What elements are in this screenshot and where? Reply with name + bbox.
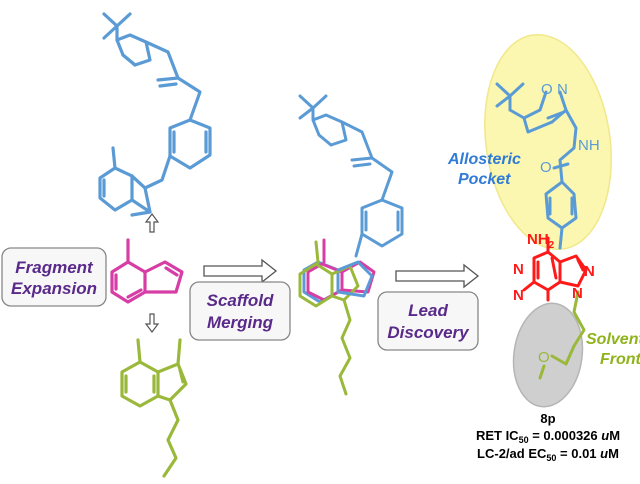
lead-discovery-line2: Discovery: [387, 323, 470, 342]
merge-arrow: [203, 258, 278, 284]
allosteric-pocket-region: [484, 33, 612, 251]
ret-ic50: RET IC50 = 0.000326 uM: [476, 428, 620, 445]
atom-labels: NH2 NH O O N N N N N O: [513, 81, 600, 366]
up-arrow: [144, 213, 160, 233]
pyrazole-n3-label: N: [584, 263, 595, 280]
lead-arrow: [395, 263, 480, 289]
allosteric-pocket-label-2: Pocket: [458, 171, 511, 188]
solvent-front-label-2: Front: [600, 351, 640, 368]
amino-label: NH2: [527, 231, 555, 251]
ether-tail: [538, 354, 568, 380]
compound-name: 8p: [540, 411, 555, 426]
down-arrow: [144, 313, 160, 333]
fragment-expansion-box: Fragment Expansion: [1, 247, 107, 307]
scaffold-merging-box: Scaffold Merging: [189, 281, 291, 341]
amide-nh-label: NH: [578, 137, 600, 154]
fragment-expansion-line2: Expansion: [11, 279, 97, 298]
amide-o-label: O: [540, 159, 552, 176]
allosteric-pocket-label-1: Allosteric: [447, 151, 521, 168]
isoxazole-o-label: O: [541, 81, 553, 98]
blue-fragment-structure: [98, 12, 212, 217]
lead-discovery-box: Lead Discovery: [377, 291, 479, 351]
lead-compound-structure: [495, 82, 588, 366]
pyrazole-n4-label: N: [572, 285, 583, 302]
fragment-expansion-line1: Fragment: [15, 258, 94, 277]
magenta-indene-structure: [110, 238, 184, 304]
lc2-ec50: LC-2/ad EC50 = 0.01 uM: [477, 446, 619, 463]
pyrimidine-n1-label: N: [513, 261, 524, 278]
scaffold-merging-line1: Scaffold: [207, 291, 274, 310]
pyrimidine-n2-label: N: [513, 287, 524, 304]
solvent-front-label-1: Solvent: [586, 331, 640, 348]
isoxazole-n-label: N: [557, 81, 568, 98]
lead-discovery-line1: Lead: [408, 301, 448, 320]
merged-scaffold-structure: [298, 94, 404, 396]
ether-o-label: O: [538, 349, 550, 366]
green-fragment-structure: [120, 338, 188, 478]
solvent-front-region: [512, 302, 584, 408]
scaffold-merging-line2: Merging: [207, 313, 274, 332]
compound-caption: 8p RET IC50 = 0.000326 uM LC-2/ad EC50 =…: [476, 411, 620, 463]
